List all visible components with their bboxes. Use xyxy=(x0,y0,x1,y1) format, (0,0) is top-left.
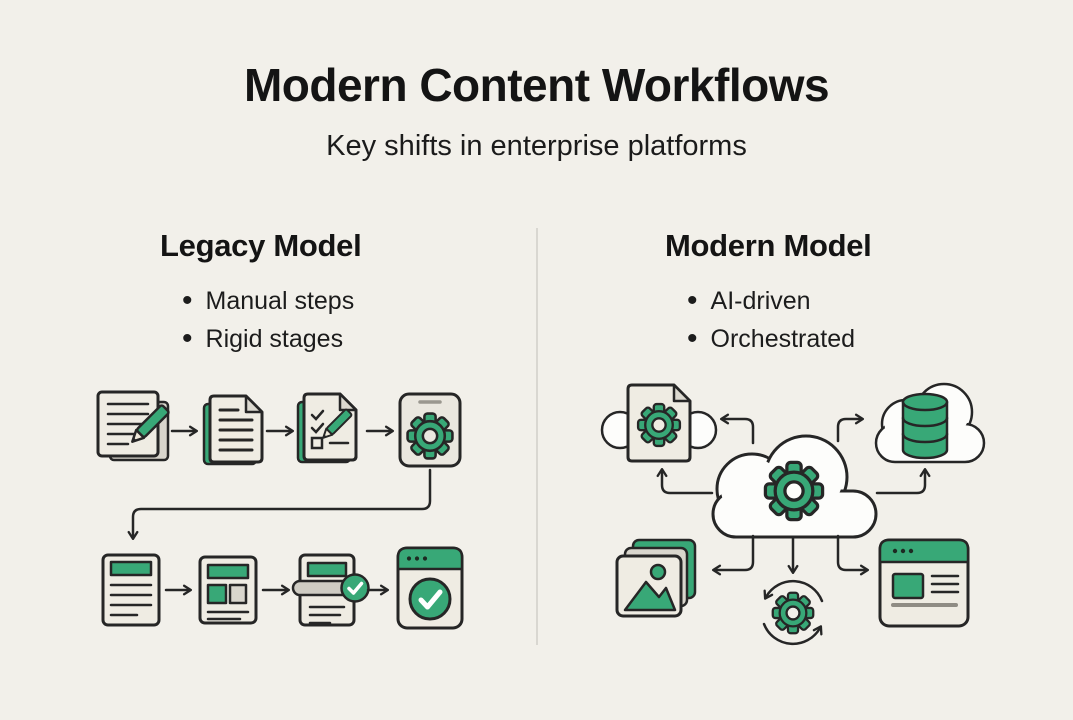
legacy-bullet-1: Manual steps xyxy=(182,282,355,320)
arrow-cloud-to-database xyxy=(836,413,864,443)
arrow-left-up-to-doc xyxy=(656,468,714,495)
cloud-document-gear-icon xyxy=(600,383,718,463)
legacy-bullet-list: Manual steps Rigid stages xyxy=(182,282,355,358)
arrow-legacy-wrap xyxy=(127,468,432,540)
page-title: Modern Content Workflows xyxy=(243,59,830,111)
arrow-cloud-to-doc xyxy=(720,413,755,445)
arrow-cloud-to-images xyxy=(712,534,755,576)
modern-hub xyxy=(600,382,986,646)
approved-document-check-icon xyxy=(291,553,370,627)
cloud-gear-icon xyxy=(711,434,878,539)
cloud-database-icon xyxy=(874,382,986,464)
panel-divider xyxy=(536,228,538,645)
legacy-bullet-2: Rigid stages xyxy=(182,320,354,358)
modern-model-heading: Modern Model xyxy=(665,228,872,263)
draft-document-pencil-icon xyxy=(96,390,171,462)
legacy-model-heading: Legacy Model xyxy=(160,228,362,263)
published-browser-check-icon xyxy=(396,546,464,630)
modern-bullet-1: AI-driven xyxy=(687,282,855,320)
web-browser-content-icon xyxy=(878,538,970,628)
arrow-cloud-to-browser xyxy=(836,534,869,576)
arrow-right-up-to-database xyxy=(875,468,931,495)
page-subtitle: Key shifts in enterprise platforms xyxy=(326,130,747,162)
checklist-review-pencil-icon xyxy=(296,392,358,464)
modern-bullet-2: Orchestrated xyxy=(687,320,856,358)
formatted-document-icon xyxy=(101,553,161,627)
modern-bullet-list: AI-driven Orchestrated xyxy=(687,282,856,358)
layout-document-icon xyxy=(198,555,258,625)
automation-sync-gear-icon xyxy=(762,579,824,646)
image-assets-icon xyxy=(615,538,697,618)
legacy-flow xyxy=(96,390,464,630)
process-gear-device-icon xyxy=(398,392,462,468)
document-lines-icon xyxy=(202,394,264,466)
